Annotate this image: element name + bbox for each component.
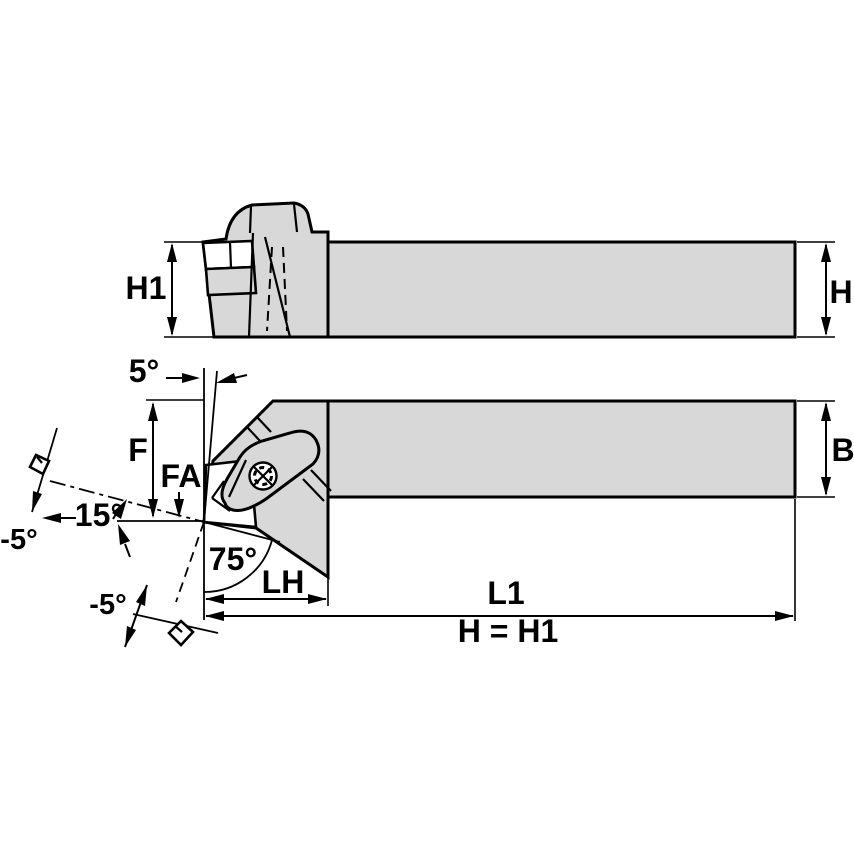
insert-face-line (132, 613, 219, 634)
top-view-head-details (228, 203, 299, 338)
insert-cross-section (167, 619, 195, 647)
arrowhead (821, 477, 831, 496)
label-fa: FA (161, 458, 202, 494)
arrowhead (167, 317, 177, 336)
label-lh: LH (262, 564, 305, 600)
arrowhead (174, 499, 184, 518)
top-view-head (201, 201, 330, 339)
label-75deg: 75° (209, 541, 257, 577)
angle-5deg: 5° (129, 353, 248, 389)
insert-axis-dashed-line (175, 521, 205, 603)
bottom-view-shank (326, 399, 797, 499)
clamp-screw (248, 461, 278, 491)
screw-hole-hidden-line (282, 246, 288, 332)
top-view-shank (326, 240, 797, 339)
arrowhead (32, 491, 42, 512)
screw-hole-hidden-line (266, 246, 273, 332)
top-view-insert (201, 239, 256, 271)
angle-neg5-bottom: -5° (89, 584, 219, 648)
angle-75deg: 75° (203, 539, 273, 593)
dim-h1: H1 (126, 241, 214, 338)
insert-cross-section (28, 453, 51, 476)
arrowhead (775, 611, 794, 621)
label-15deg: 15° (75, 497, 123, 533)
label-5deg: 5° (129, 353, 160, 389)
arrowhead (182, 373, 200, 383)
label-l1: L1 (487, 575, 524, 611)
arrowhead (167, 243, 177, 262)
angle-neg5-side: -5° (0, 427, 76, 556)
label-neg5-side: -5° (0, 524, 37, 556)
top-view-shim (204, 265, 258, 297)
insert-edge-extension (203, 521, 281, 543)
label-neg5-bottom: -5° (89, 589, 126, 621)
arrowhead (148, 499, 158, 518)
bottom-view: 5° F FA 15° (0, 353, 854, 649)
dim-h: H (797, 241, 853, 338)
75deg-arc (203, 539, 273, 593)
clamp-nose-details (211, 459, 247, 512)
screw-star-icon (253, 466, 273, 486)
reference-lines (49, 368, 218, 620)
arrowhead (821, 402, 831, 421)
arrowhead (125, 626, 136, 647)
dim-lh: LH (205, 555, 329, 606)
arrowhead (205, 611, 224, 621)
tilted-5deg-line (203, 370, 218, 523)
arrowhead (308, 594, 327, 604)
arrowhead (821, 317, 831, 336)
arrowhead (216, 373, 237, 383)
label-h-eq-h1: H = H1 (458, 613, 558, 649)
dim-l1: L1 H = H1 (205, 499, 796, 649)
dim-f: F (128, 402, 158, 518)
arrowhead (821, 243, 831, 262)
dim-fa: FA (161, 458, 202, 518)
angle-15deg: 15° (75, 497, 131, 558)
top-view: H1 H (126, 201, 853, 339)
arrowhead (42, 513, 61, 523)
arrowhead (112, 499, 127, 519)
clamp-straps (246, 416, 332, 502)
label-b: B (831, 432, 854, 468)
arrowhead (148, 402, 158, 421)
dim-b: B (797, 400, 854, 498)
label-h1: H1 (126, 270, 167, 306)
label-h: H (829, 274, 852, 310)
arrowhead (136, 585, 147, 606)
label-f: F (128, 432, 148, 468)
arrowhead (118, 524, 130, 545)
arrowhead (205, 594, 224, 604)
